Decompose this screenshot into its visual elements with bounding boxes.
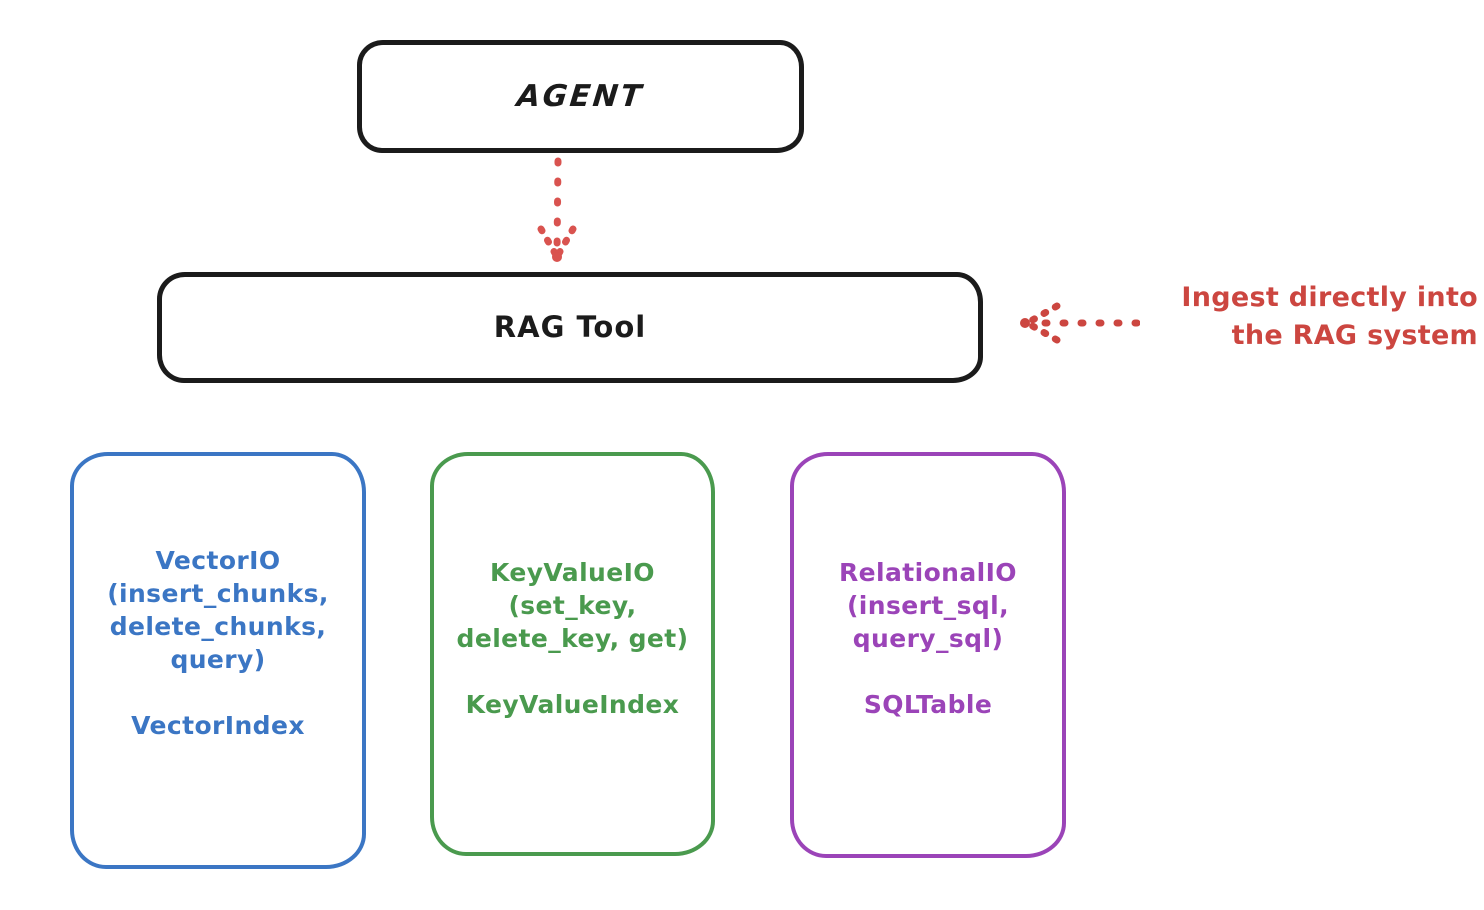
node-agent-label: AGENT (515, 78, 646, 114)
annotation-ingest-directly: Ingest directly into the RAG system (1181, 282, 1478, 352)
node-relational-io-label: RelationalIO (insert_sql, query_sql) SQL… (839, 558, 1017, 719)
node-vector-io[interactable]: VectorIO (insert_chunks, delete_chunks, … (70, 452, 366, 869)
node-rag-tool-label: RAG Tool (493, 310, 647, 345)
node-rag-tool[interactable]: RAG Tool (157, 272, 983, 383)
node-vector-io-label: VectorIO (insert_chunks, delete_chunks, … (107, 546, 329, 740)
node-agent[interactable]: AGENT (357, 40, 804, 153)
node-key-value-io[interactable]: KeyValueIO (set_key, delete_key, get) Ke… (430, 452, 715, 856)
node-key-value-io-label: KeyValueIO (set_key, delete_key, get) Ke… (456, 558, 689, 719)
node-relational-io[interactable]: RelationalIO (insert_sql, query_sql) SQL… (790, 452, 1066, 858)
connector-ingest-arrow-icon (1020, 302, 1140, 344)
connector-agent-to-rag-tool-arrow-icon (537, 157, 577, 262)
